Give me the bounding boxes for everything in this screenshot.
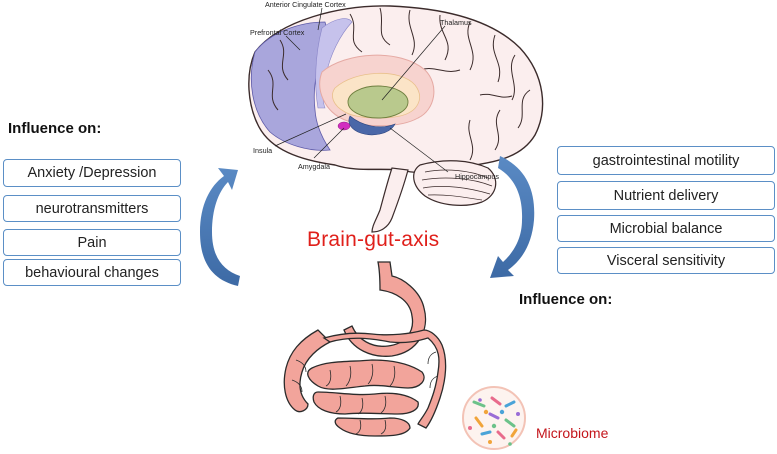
- microbiome-icon: [462, 386, 526, 450]
- right-curved-arrow: [490, 156, 535, 278]
- right-heading: Influence on:: [519, 291, 613, 308]
- left-curved-arrow: [200, 168, 240, 286]
- left-item-behavioural-changes: behavioural changes: [3, 259, 181, 286]
- right-item-nutrient-delivery: Nutrient delivery: [557, 181, 775, 210]
- label-hippocampus: Hippocampus: [455, 172, 499, 181]
- label-insula: Insula: [253, 146, 273, 155]
- left-heading: Influence on:: [8, 120, 102, 137]
- left-item-pain: Pain: [3, 229, 181, 256]
- right-item-microbial-balance: Microbial balance: [557, 215, 775, 242]
- microbiome-label: Microbiome: [536, 425, 609, 441]
- gut-folds: [291, 351, 439, 435]
- label-thalamus: Thalamus: [440, 18, 472, 27]
- label-amygdala: Amygdala: [298, 162, 330, 171]
- right-item-visceral-sensitivity: Visceral sensitivity: [557, 247, 775, 274]
- left-item-anxiety-depression: Anxiety /Depression: [3, 159, 181, 187]
- right-item-gastrointestinal-motility: gastrointestinal motility: [557, 146, 775, 175]
- gut-illustration: [283, 261, 447, 437]
- label-anterior-cingulate-cortex: Anterior Cingulate Cortex: [265, 0, 346, 9]
- left-item-neurotransmitters: neurotransmitters: [3, 195, 181, 222]
- brain-illustration: [248, 5, 544, 233]
- label-prefrontal-cortex: Prefrontal Cortex: [250, 28, 305, 37]
- diagram-title: Brain-gut-axis: [307, 228, 440, 251]
